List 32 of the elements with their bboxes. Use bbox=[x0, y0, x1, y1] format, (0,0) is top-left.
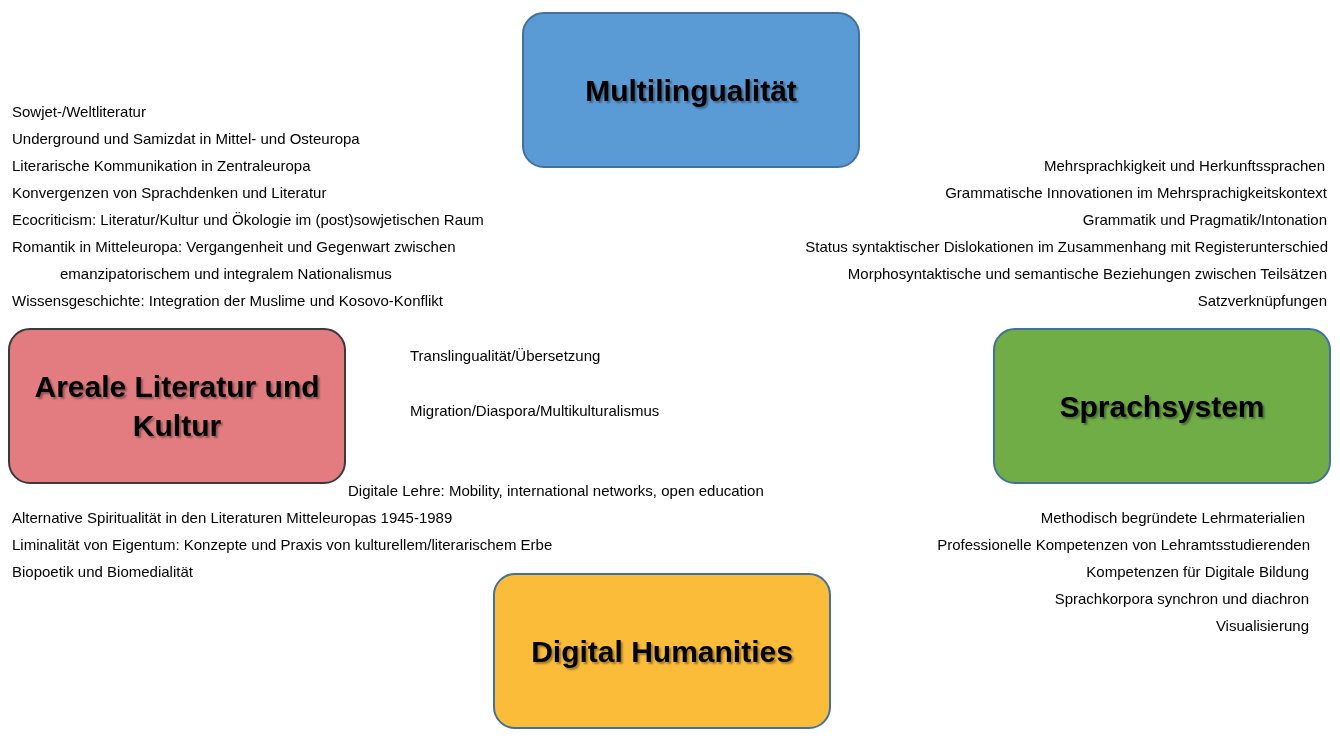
topic-label: Sowjet-/Weltliteratur bbox=[12, 102, 146, 122]
topic-title: Sprachsystem bbox=[1059, 388, 1265, 425]
topic-label: Grammatik und Pragmatik/Intonation bbox=[1082, 210, 1327, 230]
topic-label: Sprachkorpora synchron und diachron bbox=[1054, 589, 1309, 609]
topic-label: Liminalität von Eigentum: Konzepte und Praxis von kulturellem/literarischem Erbe bbox=[12, 535, 553, 555]
topic-title: Digital Humanities bbox=[531, 633, 793, 670]
topic-label: Kompetenzen für Digitale Bildung bbox=[1086, 562, 1309, 582]
topic-label: Migration/Diaspora/Multikulturalismus bbox=[410, 401, 660, 421]
topic-label: Ecocriticism: Literatur/Kultur und Ökologie im (post)sowjetischen Raum bbox=[12, 210, 484, 230]
topic-label: Digitale Lehre: Mobility, international networks, open education bbox=[348, 481, 764, 501]
topic-label: Underground und Samizdat in Mittel- und Osteuropa bbox=[12, 129, 360, 149]
topic-label: Morphosyntaktische und semantische Beziehungen zwischen Teilsätzen bbox=[847, 264, 1327, 284]
topic-label: Visualisierung bbox=[1215, 616, 1309, 636]
topic-label: Romantik in Mitteleuropa: Vergangenheit und Gegenwart zwischen emanzipatorischem und integralem Nationalismus bbox=[12, 237, 457, 284]
topic-label: Satzverknüpfungen bbox=[1197, 291, 1327, 311]
topic-label: Wissensgeschichte: Integration der Muslime und Kosovo-Konflikt bbox=[12, 291, 444, 311]
topic-label: Alternative Spiritualität in den Literaturen Mitteleuropas 1945-1989 bbox=[12, 508, 453, 528]
topic-title: Areale Literatur und Kultur bbox=[33, 369, 321, 444]
topic-label: Grammatische Innovationen im Mehrsprachigkeitskontext bbox=[945, 183, 1327, 203]
topic-box bbox=[993, 328, 1331, 484]
topic-label: Translingualität/Übersetzung bbox=[410, 346, 601, 366]
topic-label: Biopoetik und Biomedialität bbox=[12, 562, 193, 582]
topic-box bbox=[522, 12, 860, 168]
topic-box bbox=[8, 328, 346, 484]
topic-title: Multilingualität bbox=[585, 72, 797, 109]
topic-label: Literarische Kommunikation in Zentraleuropa bbox=[12, 156, 311, 176]
topic-label: Mehrsprachkigkeit und Herkunftssprachen bbox=[1044, 156, 1325, 176]
topic-label: Status syntaktischer Dislokationen im Zusammenhang mit Registerunterschied bbox=[805, 237, 1328, 257]
topic-box bbox=[493, 573, 831, 729]
topic-label: Professionelle Kompetenzen von Lehramtsstudierenden bbox=[937, 535, 1310, 555]
topic-label: Methodisch begründete Lehrmaterialien bbox=[1040, 508, 1305, 528]
topic-label: Konvergenzen von Sprachdenken und Literatur bbox=[12, 183, 327, 203]
